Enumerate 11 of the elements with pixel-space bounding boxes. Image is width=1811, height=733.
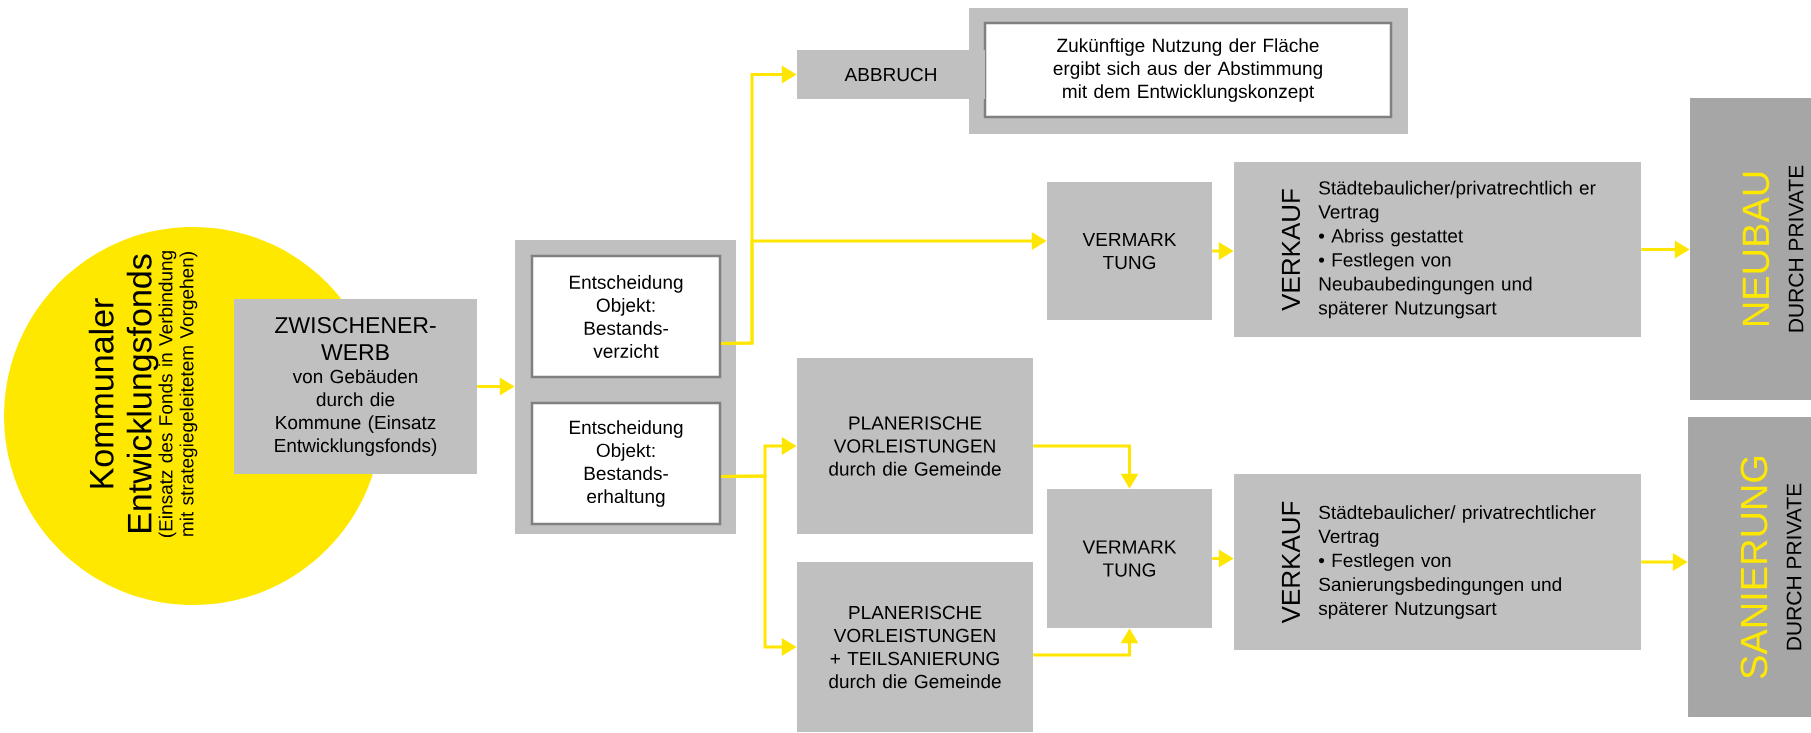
process-box: PLANERISCHE VORLEISTUNGEN durch die Gemeinde xyxy=(797,358,1033,534)
process-box: VERMARK TUNG xyxy=(1047,489,1212,628)
process-box: ABBRUCH xyxy=(797,50,985,99)
note-box: Zukünftige Nutzung der Fläche ergibt sich aus der Abstimmung mit dem Entwicklungskonzept xyxy=(983,21,1393,119)
decision-box: Entscheidung Objekt: Bestands- verzicht xyxy=(530,254,722,379)
result-bar: NEUBAU DURCH PRIVATE xyxy=(1690,98,1811,400)
process-box: VERMARK TUNG xyxy=(1047,182,1212,320)
decision-box: Entscheidung Objekt: Bestands- erhaltung xyxy=(530,401,722,526)
process-box: ZWISCHENER- WERB von Gebäuden durch die Kommune (Einsatz Entwicklungsfonds) xyxy=(234,299,477,474)
process-box: PLANERISCHE VORLEISTUNGEN + TEILSANIERUNG durch die Gemeinde xyxy=(797,562,1033,732)
result-bar: SANIERUNG DURCH PRIVATE xyxy=(1688,417,1811,717)
